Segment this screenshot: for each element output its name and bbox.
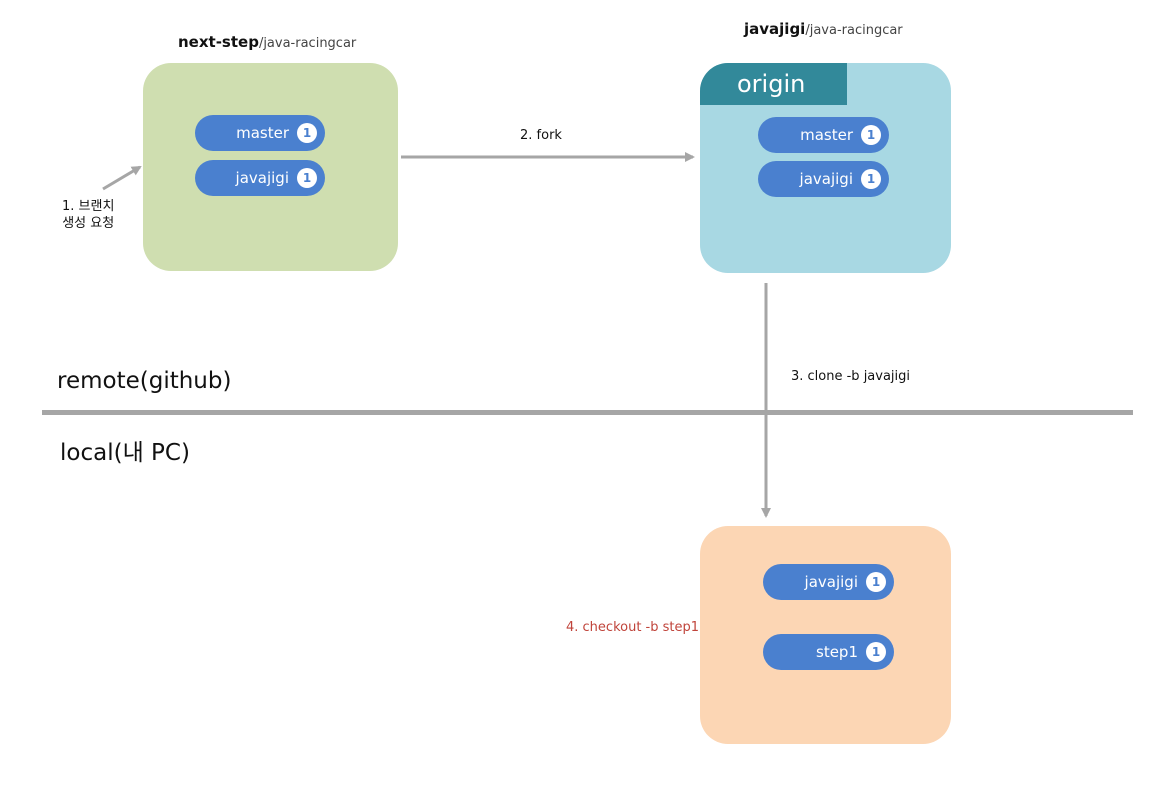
local-repo-box: javajigi 1 step1 1 — [700, 526, 951, 744]
commit-count-badge: 1 — [866, 642, 886, 662]
branch-name: javajigi — [235, 169, 289, 187]
fork-label: 2. fork — [520, 128, 562, 143]
branch-name: javajigi — [799, 170, 853, 188]
upstream-repo-box: master 1 javajigi 1 — [143, 63, 398, 271]
commit-count-badge: 1 — [861, 125, 881, 145]
fork-branch-master[interactable]: master 1 — [758, 117, 889, 153]
upstream-branch-master[interactable]: master 1 — [195, 115, 325, 151]
step1-label-line1: 1. 브랜치 — [62, 199, 115, 214]
clone-label: 3. clone -b javajigi — [791, 369, 911, 384]
branch-name: master — [800, 126, 853, 144]
remote-local-divider — [42, 410, 1133, 415]
origin-tab: origin — [700, 63, 847, 105]
local-branch-javajigi[interactable]: javajigi 1 — [763, 564, 894, 600]
local-branch-step1[interactable]: step1 1 — [763, 634, 894, 670]
commit-count-badge: 1 — [297, 123, 317, 143]
upstream-path: /java-racingcar — [258, 36, 357, 51]
step1-label: 1. 브랜치 생성 요청 — [62, 198, 114, 232]
commit-count-badge: 1 — [297, 168, 317, 188]
checkout-label: 4. checkout -b step1 — [566, 620, 700, 635]
step1-arrow — [102, 165, 142, 191]
step1-label-line2: 생성 요청 — [62, 216, 115, 231]
commit-count-badge: 1 — [866, 572, 886, 592]
upstream-branch-javajigi[interactable]: javajigi 1 — [195, 160, 325, 196]
branch-name: javajigi — [804, 573, 858, 591]
local-zone-label: local(내 PC) — [60, 440, 190, 466]
upstream-repo-title: next-step/java-racingcar — [178, 33, 356, 51]
remote-zone-label: remote(github) — [57, 368, 232, 394]
commit-count-badge: 1 — [861, 169, 881, 189]
branch-name: step1 — [816, 643, 858, 661]
fork-repo-title: javajigi/java-racingcar — [744, 20, 903, 38]
fork-path: /java-racingcar — [805, 23, 903, 38]
fork-repo-box: origin master 1 javajigi 1 — [700, 63, 951, 273]
fork-owner: javajigi — [744, 20, 806, 38]
upstream-owner: next-step — [178, 33, 259, 51]
fork-branch-javajigi[interactable]: javajigi 1 — [758, 161, 889, 197]
branch-name: master — [236, 124, 289, 142]
